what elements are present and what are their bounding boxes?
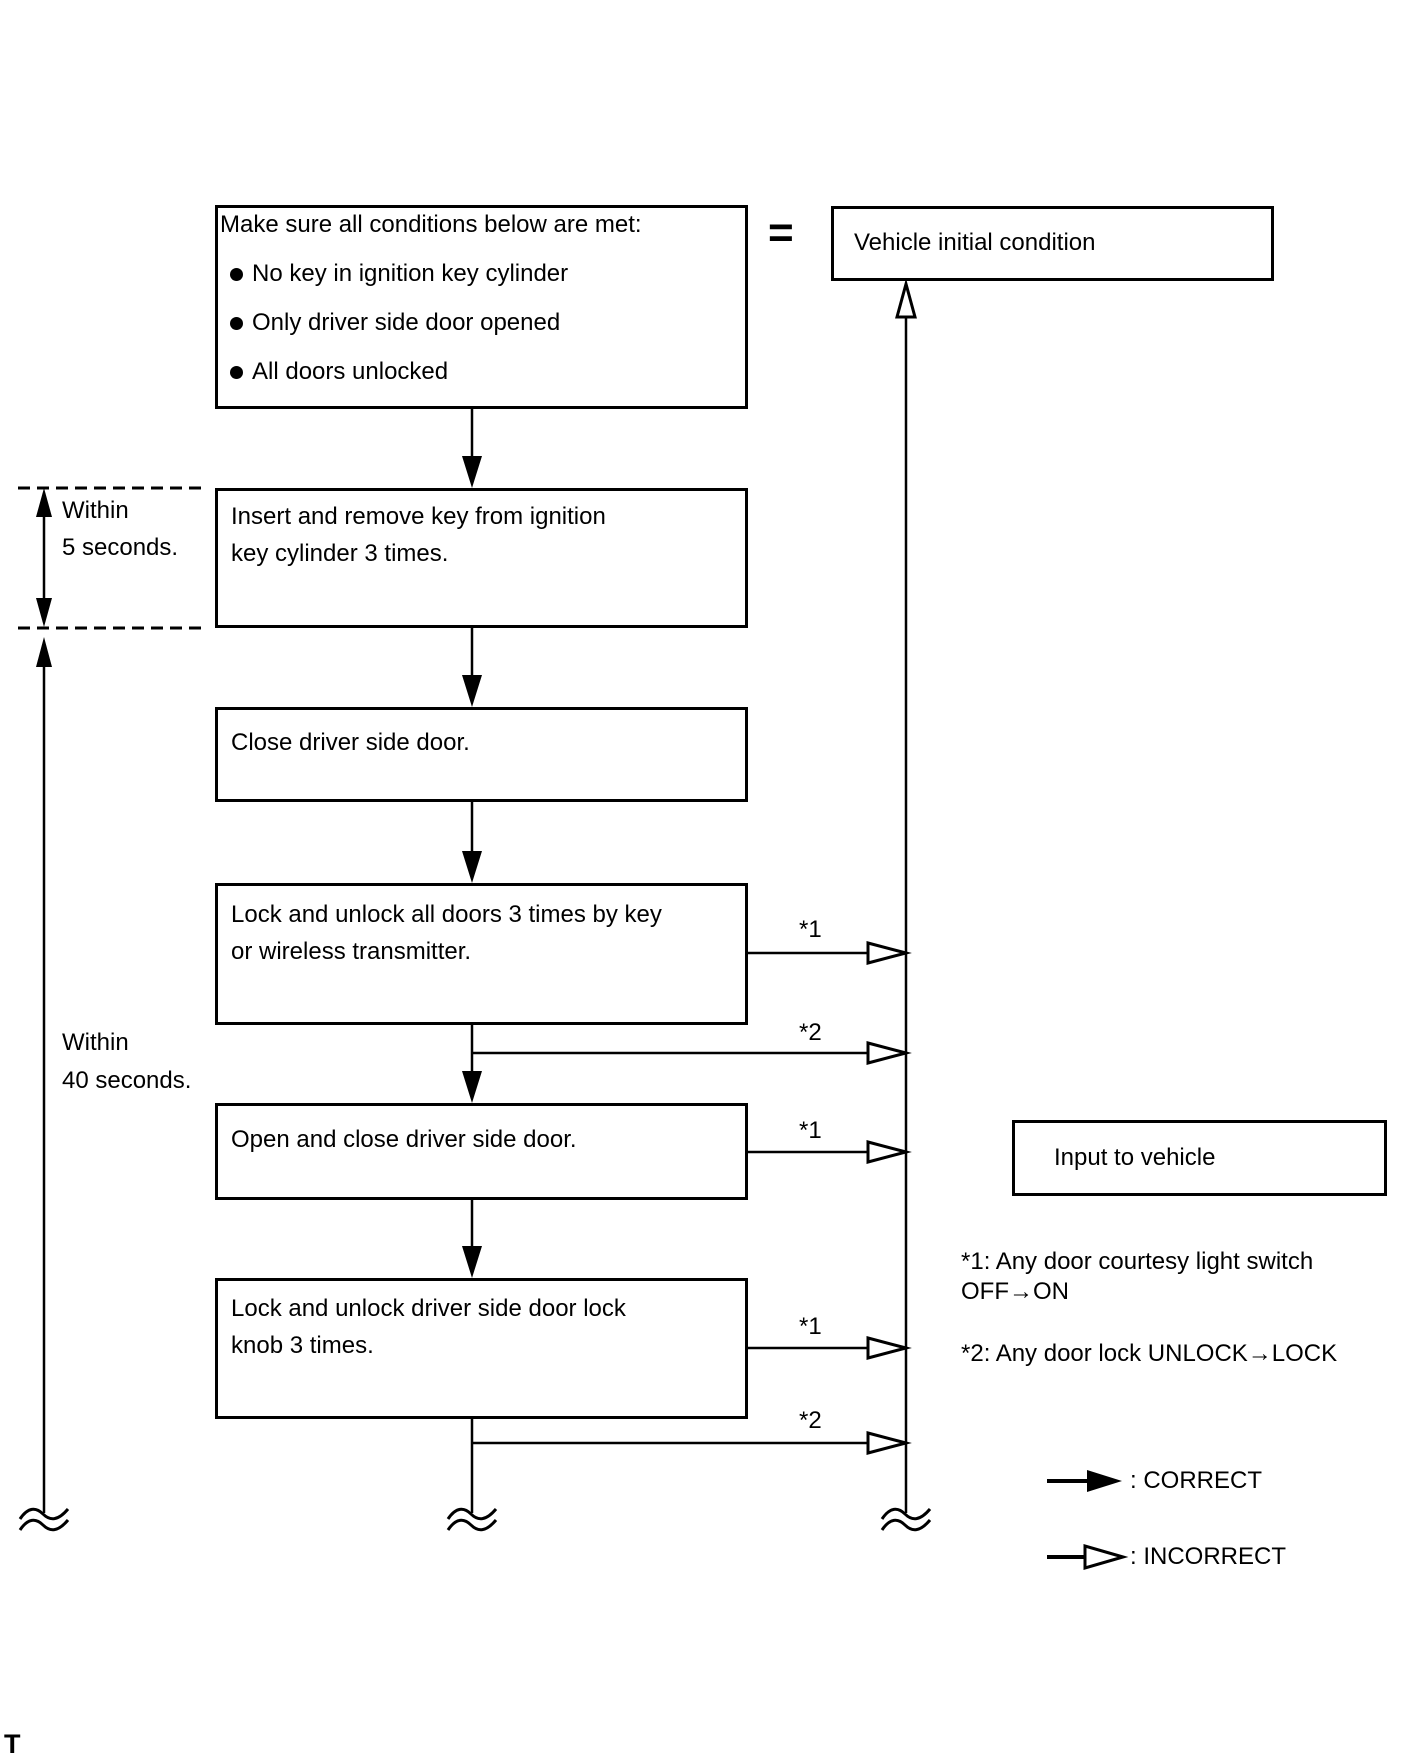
step-text-line: Close driver side door.	[231, 729, 470, 756]
box-open-close-driver-door: Open and close driver side door.	[215, 1103, 748, 1200]
condition-text: No key in ignition key cylinder	[252, 260, 569, 287]
box-vehicle-initial-condition: Vehicle initial condition	[831, 206, 1274, 281]
step-text-line: or wireless transmitter.	[231, 938, 472, 965]
flow-arrow-2-icon	[462, 675, 482, 707]
box-close-driver-door: Close driver side door.	[215, 707, 748, 802]
condition-item: No key in ignition key cylinder	[218, 259, 745, 289]
page-mark: T	[4, 1729, 21, 1759]
break-mark-middle-icon	[446, 1507, 498, 1532]
condition-text: Only driver side door opened	[252, 309, 561, 336]
step-text-line: key cylinder 3 times.	[231, 540, 449, 567]
ref-mark-b6-2: *2	[799, 1407, 822, 1434]
input-to-vehicle-text: Input to vehicle	[1054, 1144, 1216, 1171]
bullet-icon	[230, 365, 243, 379]
bullet-icon	[230, 316, 243, 330]
ref-mark-b6-1: *1	[799, 1313, 822, 1340]
step-text-line: Open and close driver side door.	[231, 1126, 577, 1153]
within5-up-arrow-icon	[36, 488, 52, 517]
ref-mark-b4-2: *2	[799, 1019, 822, 1046]
branch-b6-r2-open-arrow-icon	[866, 1431, 912, 1455]
condition-text: All doors unlocked	[252, 358, 449, 385]
equals-sign: =	[768, 208, 794, 257]
break-mark-left-icon	[18, 1507, 70, 1532]
within5-down-arrow-icon	[36, 598, 52, 627]
flow-arrow-1-icon	[462, 456, 482, 488]
branch-b4-r2-open-arrow-icon	[866, 1041, 912, 1065]
legend-correct-arrow-icon	[1087, 1470, 1122, 1492]
flow-arrow-5-icon	[462, 1246, 482, 1278]
branch-b4-r1-open-arrow-icon	[866, 941, 912, 965]
footnote-2: *2: Any door lock UNLOCK→LOCK	[961, 1340, 1338, 1367]
within-5-seconds-label: Within 5 seconds.	[62, 497, 179, 561]
condition-item: Only driver side door opened	[218, 308, 745, 338]
legend-correct-label: : CORRECT	[1130, 1467, 1262, 1494]
step-text-line: knob 3 times.	[231, 1332, 374, 1359]
box-lock-unlock-knob: Lock and unlock driver side door lock kn…	[215, 1278, 748, 1419]
break-mark-right-icon	[880, 1507, 932, 1532]
step-text-line: Lock and unlock driver side door lock	[231, 1295, 626, 1322]
box-input-to-vehicle: Input to vehicle	[1012, 1120, 1387, 1196]
condition-item: All doors unlocked	[218, 357, 745, 387]
box-insert-remove-key: Insert and remove key from ignition key …	[215, 488, 748, 628]
ref-mark-b5-1: *1	[799, 1117, 822, 1144]
flow-arrow-4-icon	[462, 1071, 482, 1103]
within-40-seconds-label: Within 40 seconds.	[62, 1029, 192, 1094]
branch-b6-r1-open-arrow-icon	[866, 1336, 912, 1360]
flow-arrow-3-icon	[462, 851, 482, 883]
vehicle-initial-condition-text: Vehicle initial condition	[854, 229, 1096, 256]
bullet-icon	[230, 267, 243, 281]
conditions-title: Make sure all conditions below are met:	[220, 211, 642, 238]
legend-incorrect-label: : INCORRECT	[1130, 1543, 1286, 1570]
legend-incorrect-arrow-icon	[1083, 1544, 1129, 1570]
collector-up-arrow-icon	[895, 278, 917, 319]
step-text-line: Lock and unlock all doors 3 times by key	[231, 901, 662, 928]
box-lock-unlock-all-doors: Lock and unlock all doors 3 times by key…	[215, 883, 748, 1025]
step-text-line: Insert and remove key from ignition	[231, 503, 606, 530]
within40-up-arrow-icon	[36, 637, 52, 667]
ref-mark-b4-1: *1	[799, 916, 822, 943]
footnote-1: *1: Any door courtesy light switch OFF→O…	[961, 1248, 1314, 1305]
branch-b5-r1-open-arrow-icon	[866, 1140, 912, 1164]
box-initial-conditions: Make sure all conditions below are met: …	[215, 205, 748, 409]
